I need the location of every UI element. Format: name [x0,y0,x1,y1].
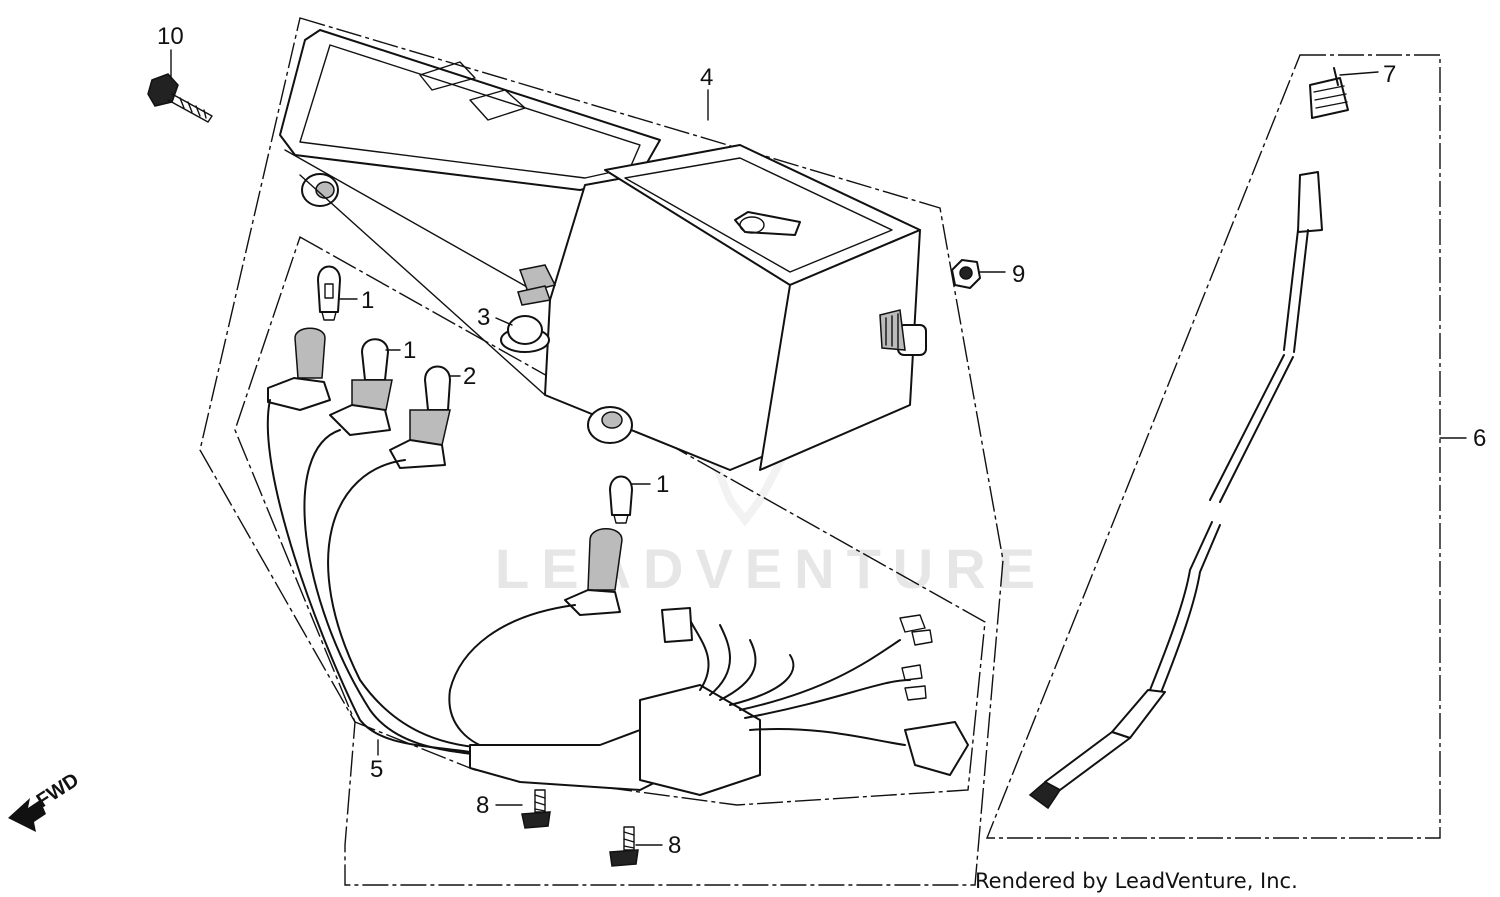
callout-3: 3 [477,304,490,331]
callout-10: 10 [157,23,184,50]
assembly-boundary-cable [985,54,1441,839]
assembly-boundary-harness [234,235,986,806]
leader-7 [1339,71,1379,76]
callout-8-lower: 8 [668,832,681,859]
callout-9: 9 [1012,261,1025,288]
bulb-2 [389,365,451,469]
fwd-arrow: FWD [8,769,83,832]
socket-left [267,327,331,411]
callout-6: 6 [1473,425,1486,452]
bulb-1-middle [329,338,393,436]
nut-9 [951,259,981,289]
assembly-boundary-outer [199,17,1004,886]
grommet-3 [500,315,550,353]
meter-drive-fitting [879,309,927,356]
callout-1-middle: 1 [403,337,416,364]
screw-8-upper [521,789,551,829]
callout-8-upper: 8 [476,792,489,819]
bulb-1-lower [609,475,633,524]
leader-3 [495,317,513,326]
render-credit: Rendered by LeadVenture, Inc. [975,869,1298,893]
callout-7: 7 [1383,61,1396,88]
bulb-1-top [317,265,341,321]
speedometer-cable-6 [1028,67,1349,810]
screw-8-lower [609,826,639,867]
wire-harness-5 [266,399,969,796]
callout-1-top: 1 [361,287,374,314]
socket-lower [564,528,623,616]
callout-4: 4 [700,64,713,91]
bolt-10 [147,73,213,123]
callout-1-lower: 1 [656,471,669,498]
fwd-label: FWD [33,769,83,812]
callout-2: 2 [463,363,476,390]
meter-assembly [279,29,927,471]
watermark-text: LEADVENTURE [495,537,1047,600]
callout-5: 5 [370,756,383,783]
